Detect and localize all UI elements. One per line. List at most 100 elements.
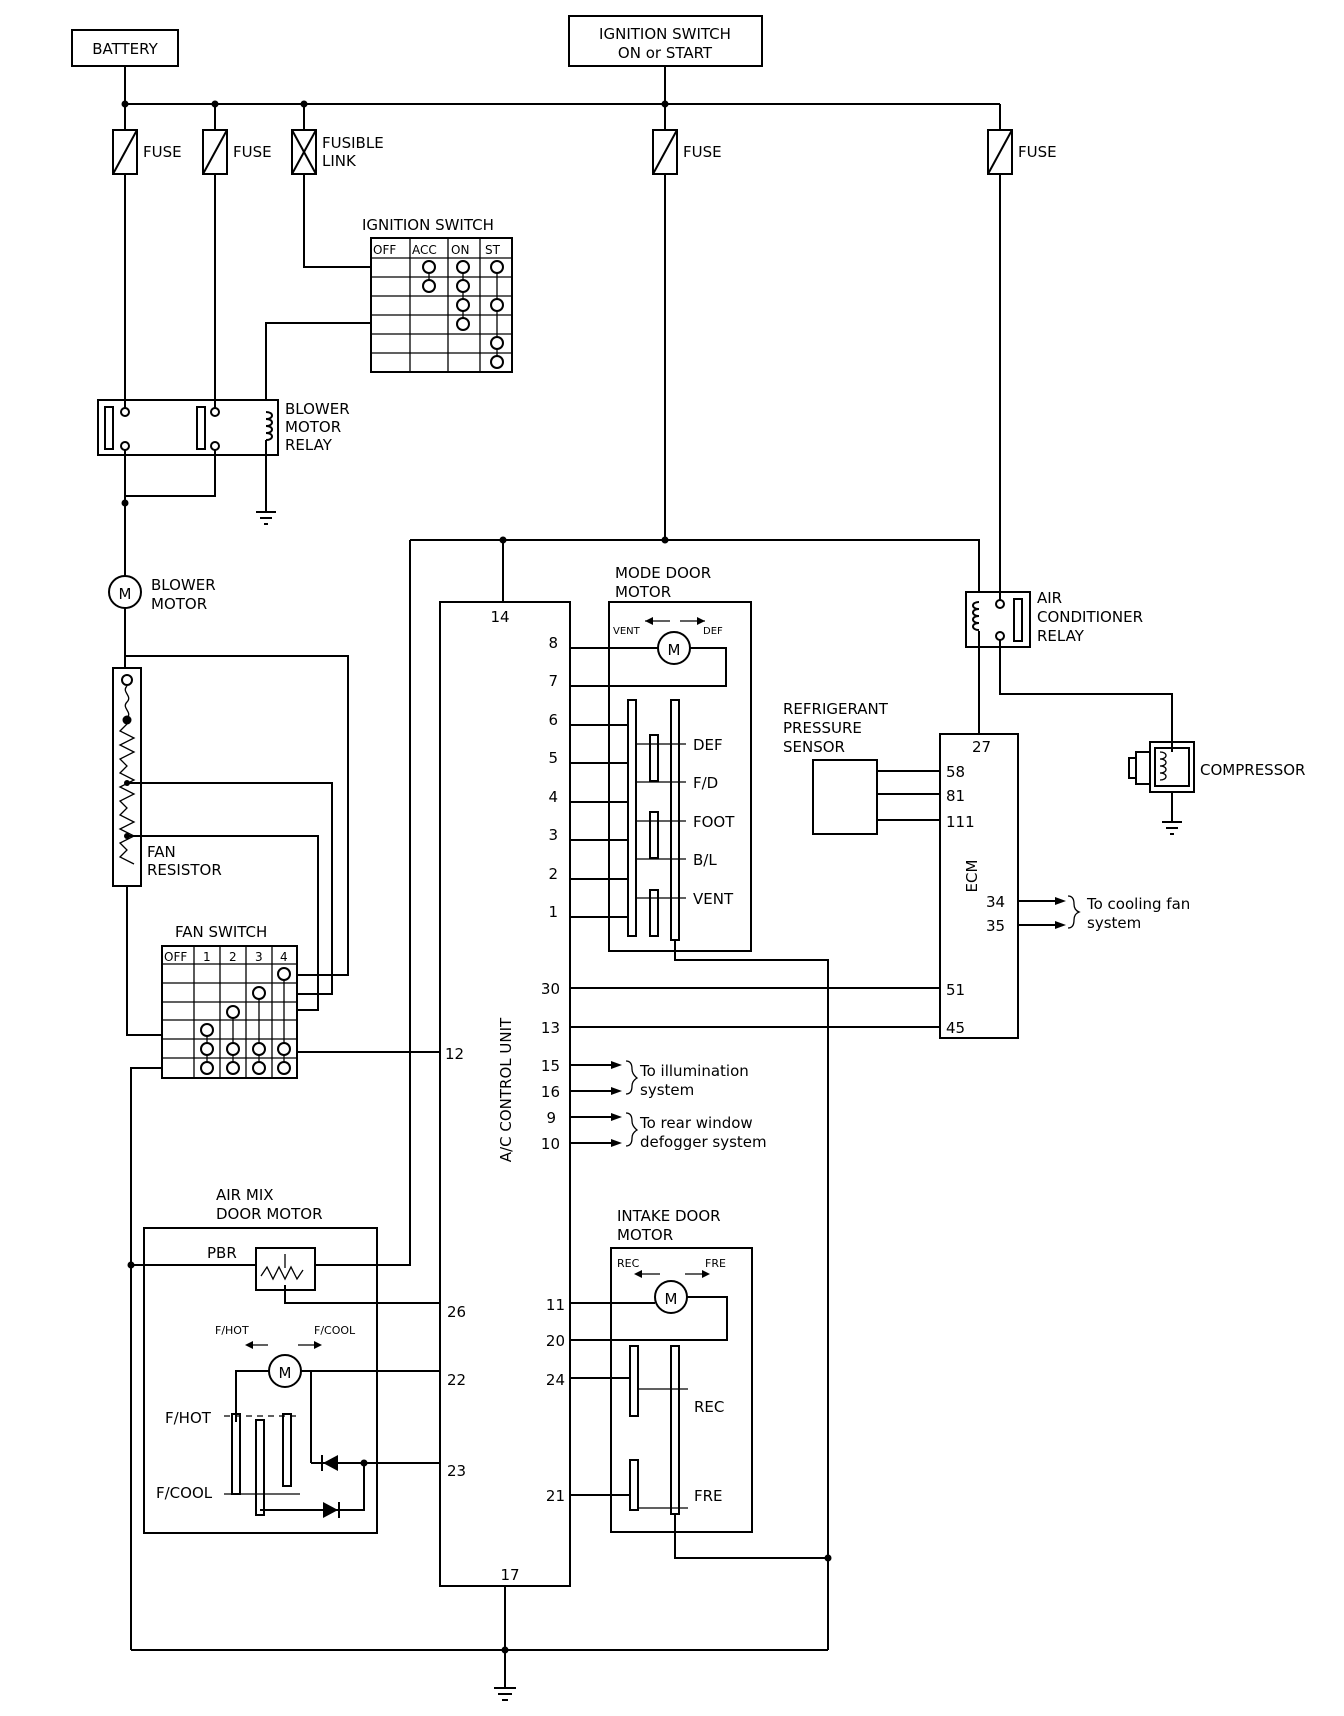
pin-2: 2 [548,865,558,883]
air-mix-fhot: F/HOT [165,1409,212,1427]
pin-23: 23 [447,1462,466,1480]
pin-26: 26 [447,1303,466,1321]
mode-def-small: DEF [703,626,723,637]
blower-relay-line3: RELAY [285,436,333,454]
intake-fre-small: FRE [705,1257,726,1270]
fan-switch-table [161,945,298,1079]
air-mix-fhot-small: F/HOT [215,1324,249,1337]
pin-15: 15 [541,1057,560,1075]
blower-motor-line2: MOTOR [151,595,207,613]
air-mix-fcool: F/COOL [156,1484,213,1502]
ignition-switch-title: IGNITION SWITCH [362,216,494,234]
fuse-3-label: FUSE [683,143,722,161]
compressor-icon [1128,741,1195,793]
fuse-4-icon [987,129,1013,175]
battery-label: BATTERY [92,40,158,58]
ignition-source-box: IGNITION SWITCH ON or START [568,15,763,67]
pin-4: 4 [548,788,558,806]
ac-relay [965,591,1031,648]
main-ground-icon [494,1687,516,1701]
intake-door-motor-box [610,1247,753,1533]
fan-col-off: OFF [164,950,187,964]
mode-door-motor-box [608,601,752,952]
ecm-box [939,733,1019,1039]
mode-door-bar-right [670,699,680,941]
ac-control-unit-label: A/C CONTROL UNIT [497,1017,515,1162]
fuse-1-label: FUSE [143,143,182,161]
mode-pos-def: DEF [693,736,723,754]
ign-col-st: ST [485,243,501,257]
blower-motor-line1: BLOWER [151,576,216,594]
cooling-fan-line2: system [1087,914,1141,932]
fan-col-2: 2 [229,950,237,964]
ac-relay-line2: CONDITIONER [1037,608,1143,626]
ac-relay-line1: AIR [1037,589,1062,607]
blower-motor-relay [97,399,279,456]
blower-motor-symbol: M [119,585,132,603]
fusible-link-line2: LINK [322,152,357,170]
fan-col-3: 3 [255,950,263,964]
ecm-pin-111: 111 [946,813,975,831]
pin-14: 14 [490,608,509,626]
pin-3: 3 [548,826,558,844]
fan-resistor-line2: RESISTOR [147,861,222,879]
mode-door-motor-icon: M [657,631,691,665]
air-mix-line2: DOOR MOTOR [216,1205,323,1223]
ground-icon [1162,821,1182,835]
pin-7: 7 [548,672,558,690]
pin-9: 9 [546,1109,556,1127]
fan-col-1: 1 [203,950,211,964]
mode-pos-vent: VENT [693,890,734,908]
pin-17: 17 [500,1566,519,1584]
pin-12: 12 [445,1045,464,1063]
fuse-1-icon [112,129,138,175]
fan-resistor [112,667,142,887]
illumination-line1: To illumination [639,1062,749,1080]
ign-col-acc: ACC [412,243,437,257]
ignition-source-line2: ON or START [618,44,713,62]
intake-motor-line2: MOTOR [617,1226,673,1244]
ecm-pin-51: 51 [946,981,965,999]
pin-11: 11 [546,1296,565,1314]
pin-21: 21 [546,1487,565,1505]
rear-defogger-line2: defogger system [640,1133,767,1151]
pin-30: 30 [541,980,560,998]
fuse-3-icon [652,129,678,175]
ground-icon [256,511,276,525]
refrigerant-sensor-line3: SENSOR [783,738,845,756]
pin-13: 13 [541,1019,560,1037]
fuse-4-label: FUSE [1018,143,1057,161]
pin-8: 8 [548,634,558,652]
pin-5: 5 [548,749,558,767]
ignition-source-line1: IGNITION SWITCH [599,25,731,43]
fan-col-4: 4 [280,950,288,964]
air-mix-motor-icon: M [268,1354,302,1388]
svg-text:M: M [668,641,681,659]
pin-22: 22 [447,1371,466,1389]
air-mix-door-motor-box [143,1227,378,1534]
pbr-label: PBR [207,1244,237,1262]
fuse-2-label: FUSE [233,143,272,161]
pin-10: 10 [541,1135,560,1153]
mode-door-bar-left [627,699,637,937]
pin-1: 1 [548,903,558,921]
fan-switch-title: FAN SWITCH [175,923,267,941]
ecm-pin-27: 27 [972,738,991,756]
pin-24: 24 [546,1371,565,1389]
ecm-pin-58: 58 [946,763,965,781]
rear-defogger-line1: To rear window [639,1114,753,1132]
refrigerant-sensor-line2: PRESSURE [783,719,862,737]
ecm-pin-35: 35 [986,917,1005,935]
ac-relay-line3: RELAY [1037,627,1085,645]
fusible-link-line1: FUSIBLE [322,134,384,152]
ign-col-on: ON [451,243,469,257]
intake-rec-small: REC [617,1257,640,1270]
pin-16: 16 [541,1083,560,1101]
ecm-label: ECM [963,860,981,893]
air-mix-line1: AIR MIX [216,1186,274,1204]
intake-pos-rec: REC [694,1398,724,1416]
mode-pos-bl: B/L [693,851,717,869]
intake-motor-line1: INTAKE DOOR [617,1207,721,1225]
pin-20: 20 [546,1332,565,1350]
